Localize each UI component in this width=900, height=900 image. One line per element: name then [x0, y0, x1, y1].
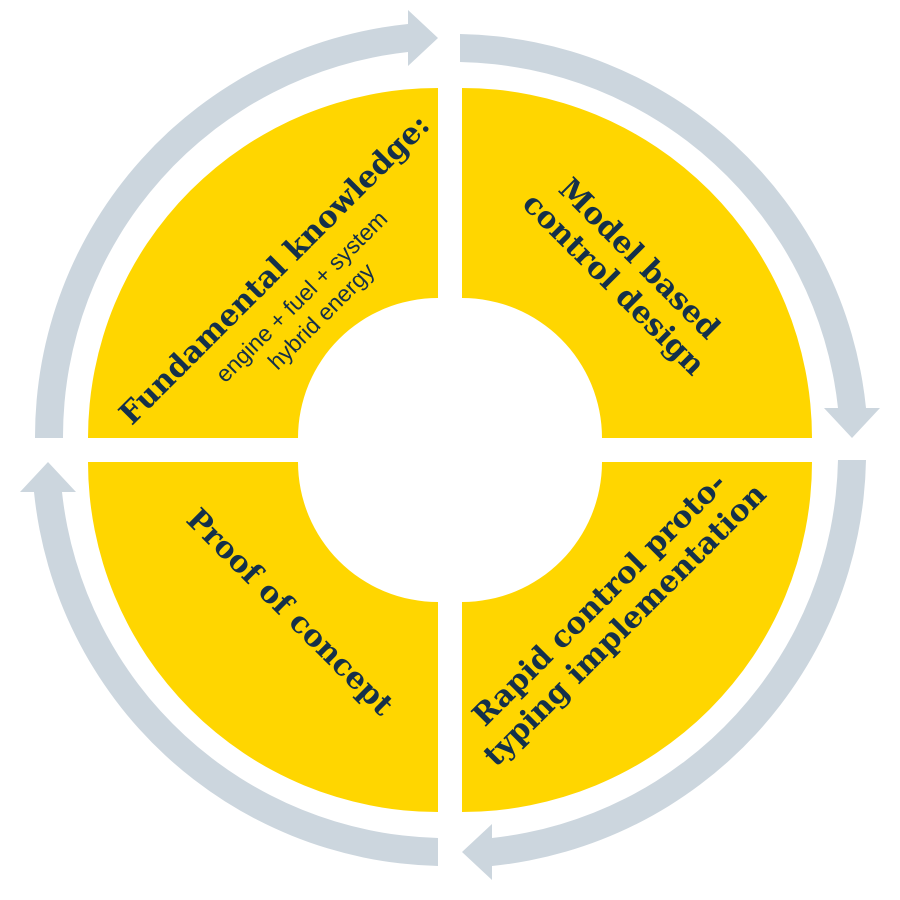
segment-bottom-left: [88, 462, 438, 812]
left-arrow-icon: [20, 462, 438, 866]
right-arrow-icon: [460, 34, 880, 438]
quadrant-segments: [88, 88, 812, 812]
segment-top-left: [88, 88, 438, 438]
segment-top-right: [462, 88, 812, 438]
bottom-arrow-icon: [462, 460, 866, 880]
cycle-arrows: [20, 10, 880, 880]
segment-bottom-right: [462, 462, 812, 812]
top-arrow-icon: [34, 10, 438, 438]
